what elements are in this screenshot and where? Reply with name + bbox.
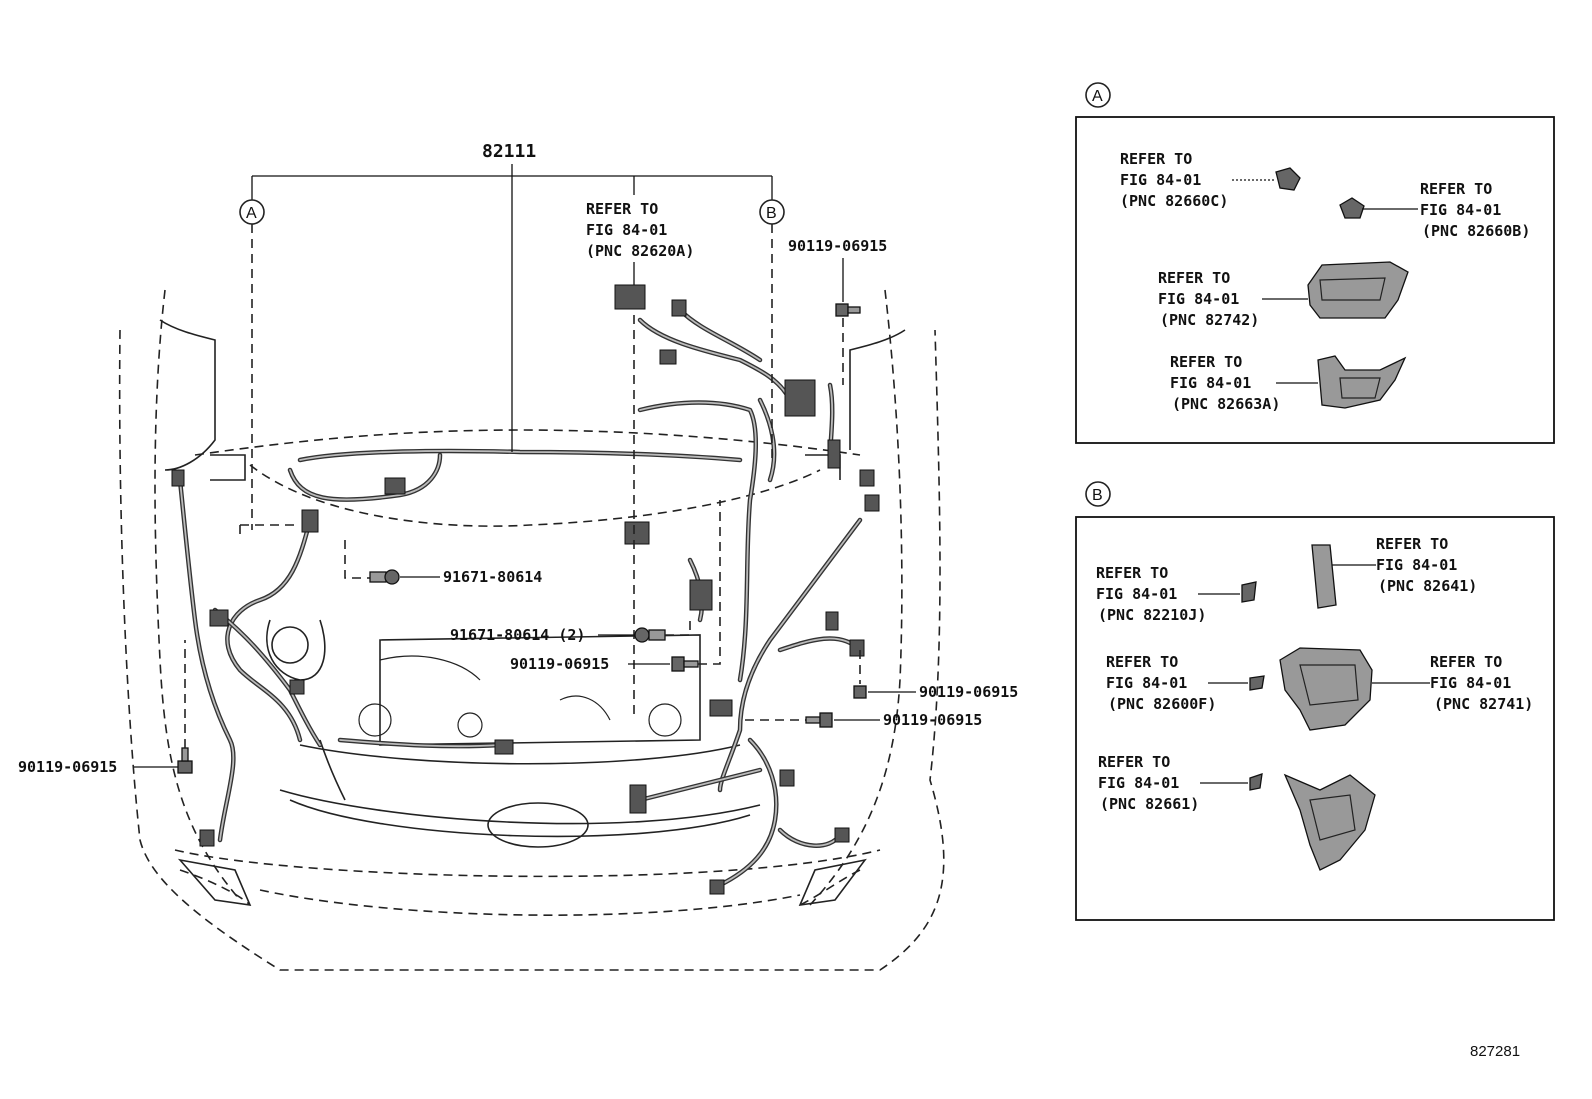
refer-line2: FIG 84-01 bbox=[586, 221, 667, 239]
ref-82660c: REFER TO FIG 84-01 (PNC 82660C) bbox=[1120, 150, 1301, 210]
ref-line3: (PNC 82641) bbox=[1378, 577, 1477, 595]
ref-line2: FIG 84-01 bbox=[1120, 171, 1201, 189]
callout-a-main: A bbox=[239, 199, 300, 540]
ref-line1: REFER TO bbox=[1376, 535, 1448, 553]
bolt-shank-icon bbox=[181, 747, 189, 762]
ref-line1: REFER TO bbox=[1158, 269, 1230, 287]
fastener-bolt-top-right: 90119-06915 bbox=[788, 237, 887, 385]
ref-line2: FIG 84-01 bbox=[1158, 290, 1239, 308]
ref-82210j: REFER TO FIG 84-01 (PNC 82210J) bbox=[1096, 564, 1257, 624]
harness-connectors bbox=[171, 284, 880, 895]
refer-connector-82620a: REFER TO FIG 84-01 (PNC 82620A) bbox=[586, 200, 694, 720]
bolt-icon bbox=[177, 760, 193, 774]
bolt-icon bbox=[835, 303, 849, 317]
ref-line2: FIG 84-01 bbox=[1376, 556, 1457, 574]
ref-82660b: REFER TO FIG 84-01 (PNC 82660B) bbox=[1339, 180, 1530, 240]
ref-line1: REFER TO bbox=[1120, 150, 1192, 168]
ref-line2: FIG 84-01 bbox=[1430, 674, 1511, 692]
callout-b-letter: B bbox=[766, 205, 777, 222]
ref-line1: REFER TO bbox=[1096, 564, 1168, 582]
bolt-shank-icon bbox=[683, 660, 699, 668]
fastener-bolt-right-2: 90119-06915 bbox=[745, 711, 982, 729]
ref-line2: FIG 84-01 bbox=[1170, 374, 1251, 392]
fastener-bolt-center: 90119-06915 bbox=[510, 500, 721, 673]
refer-line3: (PNC 82620A) bbox=[586, 242, 694, 260]
ref-line3: (PNC 82660C) bbox=[1120, 192, 1228, 210]
ref-line1: REFER TO bbox=[1420, 180, 1492, 198]
callout-b-main: B bbox=[759, 199, 785, 460]
fuse-icon bbox=[1241, 581, 1257, 603]
fastener-label: 90119-06915 bbox=[919, 683, 1018, 701]
fastener-label: 90119-06915 bbox=[883, 711, 982, 729]
bolt-icon bbox=[671, 656, 685, 672]
clip-head-icon bbox=[634, 627, 650, 643]
relay-block-icon bbox=[1307, 261, 1409, 319]
grommet-icon bbox=[1339, 197, 1365, 219]
clip-icon bbox=[648, 629, 666, 641]
wiring-harness bbox=[177, 307, 863, 888]
ref-82663a: REFER TO FIG 84-01 (PNC 82663A) bbox=[1170, 353, 1407, 413]
ref-82741: REFER TO FIG 84-01 (PNC 82741) bbox=[1279, 647, 1533, 731]
fastener-clip-left-1: 91671-80614 bbox=[344, 540, 542, 586]
junction-block-icon bbox=[1279, 647, 1373, 731]
bracket-icon bbox=[1317, 355, 1407, 409]
ref-line3: (PNC 82741) bbox=[1434, 695, 1533, 713]
fastener-label: 90119-06915 bbox=[788, 237, 887, 255]
fuse-icon bbox=[1249, 773, 1263, 791]
bolt-shank-icon bbox=[805, 716, 821, 724]
relay-cover-icon bbox=[1311, 544, 1337, 609]
ref-line3: (PNC 82742) bbox=[1160, 311, 1259, 329]
assembly-callout: 82111 bbox=[251, 141, 773, 452]
ref-line1: REFER TO bbox=[1430, 653, 1502, 671]
ref-line1: REFER TO bbox=[1106, 653, 1178, 671]
ref-line3: (PNC 82600F) bbox=[1108, 695, 1216, 713]
fuse-icon bbox=[1249, 675, 1265, 691]
grommet-icon bbox=[1275, 167, 1301, 191]
ref-line2: FIG 84-01 bbox=[1106, 674, 1187, 692]
bracket-icon bbox=[1283, 773, 1376, 871]
fastener-bolt-right-1: 90119-06915 bbox=[853, 650, 1018, 701]
ref-line3: (PNC 82661) bbox=[1100, 795, 1199, 813]
fastener-bolt-left: 90119-06915 bbox=[18, 640, 193, 776]
fastener-clip-center-2: 91671-80614 (2) bbox=[450, 620, 691, 644]
fastener-label: 90119-06915 bbox=[18, 758, 117, 776]
ref-82742: REFER TO FIG 84-01 (PNC 82742) bbox=[1158, 261, 1409, 329]
ref-line1: REFER TO bbox=[1170, 353, 1242, 371]
refer-line1: REFER TO bbox=[586, 200, 658, 218]
ref-82661: REFER TO FIG 84-01 (PNC 82661) bbox=[1098, 753, 1376, 871]
detail-a-panel: A REFER TO FIG 84-01 (PNC 82660C) REFER … bbox=[1075, 82, 1555, 444]
ref-line3: (PNC 82210J) bbox=[1098, 606, 1206, 624]
fastener-label: 91671-80614 (2) bbox=[450, 626, 585, 644]
fastener-label: 90119-06915 bbox=[510, 655, 609, 673]
ref-line2: FIG 84-01 bbox=[1096, 585, 1177, 603]
ref-82641: REFER TO FIG 84-01 (PNC 82641) bbox=[1311, 535, 1477, 609]
detail-b-letter: B bbox=[1092, 487, 1103, 504]
bolt-icon bbox=[853, 685, 867, 699]
ref-82600f: REFER TO FIG 84-01 (PNC 82600F) bbox=[1106, 653, 1265, 713]
callout-a-letter: A bbox=[246, 205, 257, 222]
assembly-part-number: 82111 bbox=[482, 141, 536, 162]
ref-line1: REFER TO bbox=[1098, 753, 1170, 771]
vehicle-front-outline bbox=[118, 289, 945, 971]
ref-line3: (PNC 82660B) bbox=[1422, 222, 1530, 240]
ref-line2: FIG 84-01 bbox=[1420, 201, 1501, 219]
fastener-label: 91671-80614 bbox=[443, 568, 542, 586]
ref-line3: (PNC 82663A) bbox=[1172, 395, 1280, 413]
bolt-icon bbox=[819, 712, 833, 728]
ref-line2: FIG 84-01 bbox=[1098, 774, 1179, 792]
illustration-id: 827281 bbox=[1470, 1043, 1520, 1060]
clip-icon bbox=[369, 571, 387, 583]
bolt-shank-icon bbox=[847, 306, 861, 314]
detail-b-panel: B REFER TO FIG 84-01 (PNC 82641) REFER T… bbox=[1075, 481, 1555, 921]
clip-head-icon bbox=[384, 569, 400, 585]
detail-a-letter: A bbox=[1092, 88, 1103, 105]
